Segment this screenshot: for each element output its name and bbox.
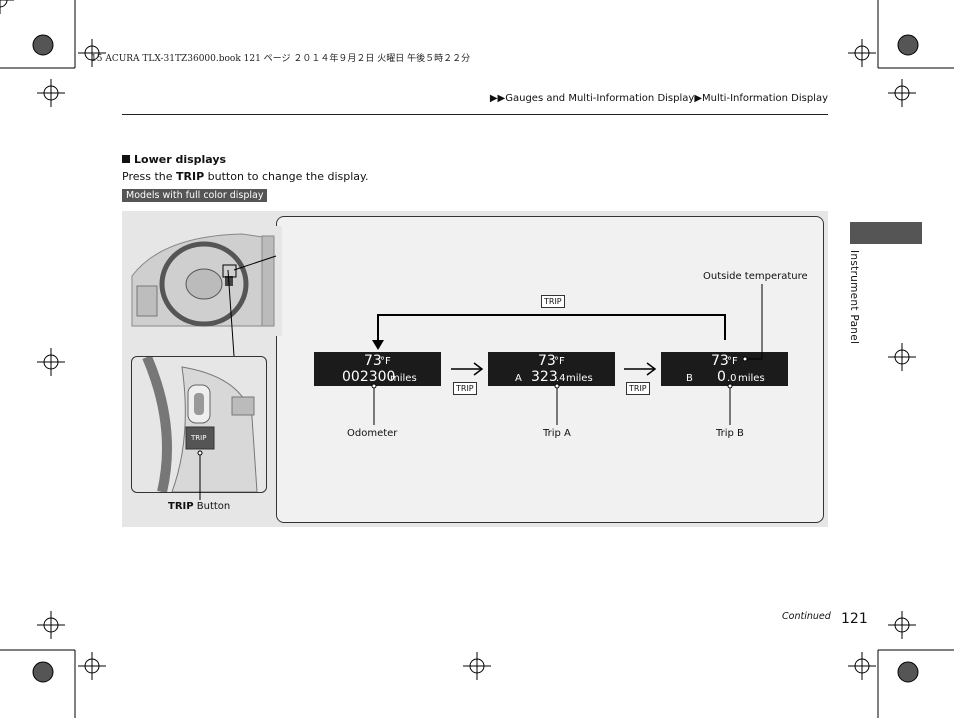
section-heading: Lower displays <box>122 153 226 166</box>
steering-closeup-drawing <box>142 357 258 492</box>
side-tab <box>850 222 922 244</box>
square-bullet-icon <box>122 155 130 163</box>
instruction-bold: TRIP <box>176 170 205 183</box>
callout-lines <box>371 284 763 425</box>
instruction-prefix: Press the <box>122 170 176 183</box>
temp-value: 73 <box>711 353 729 369</box>
page-number: 121 <box>841 611 868 627</box>
arrow-right-icon <box>624 362 657 376</box>
zoom-lines <box>222 255 277 357</box>
temp-unit: °F <box>727 356 738 367</box>
continued-label: Continued <box>782 611 831 622</box>
odometer-value: 002300 <box>342 369 396 385</box>
trip-b-label: Trip B <box>716 428 744 439</box>
temp-unit: °F <box>554 356 565 367</box>
trip-b-display: 73 °F B 0 .0 miles <box>661 352 788 386</box>
trip-a-decimal: .4 <box>556 373 566 384</box>
odometer-display: 73 °F 002300 miles <box>314 352 441 386</box>
temp-value: 73 <box>364 353 382 369</box>
trip-indicator-2: TRIP <box>626 382 650 395</box>
miles-unit: miles <box>566 373 593 384</box>
model-badge: Models with full color display <box>122 189 268 202</box>
trip-a-value: 323 <box>531 369 558 385</box>
trip-indicator-1: TRIP <box>453 382 477 395</box>
trip-button-leader <box>197 450 203 500</box>
trip-letter: B <box>686 373 693 384</box>
arrow-right-icon <box>451 362 484 376</box>
section-title: Lower displays <box>134 153 227 166</box>
trip-a-display: 73 °F A 323 .4 miles <box>488 352 615 386</box>
trip-b-value: 0 <box>717 369 726 385</box>
temp-value: 73 <box>538 353 556 369</box>
breadcrumb-separator: ▶ <box>694 93 703 104</box>
trip-indicator-top: TRIP <box>541 295 565 308</box>
breadcrumb-item-mid: Multi-Information Display <box>702 93 828 104</box>
cycle-arrow <box>372 314 726 350</box>
header-rule <box>122 114 828 115</box>
trip-button-caption-rest: Button <box>193 501 231 512</box>
breadcrumb-item-gauges: Gauges and Multi-Information Display <box>505 93 695 104</box>
trip-a-label: Trip A <box>543 428 571 439</box>
steering-closeup: TRIP <box>131 356 267 493</box>
miles-unit: miles <box>390 373 417 384</box>
temp-unit: °F <box>380 356 391 367</box>
trip-button-caption: TRIP Button <box>168 501 230 512</box>
file-header: 15 ACURA TLX-31TZ36000.book 121 ページ ２０１４… <box>91 54 471 64</box>
odometer-label: Odometer <box>347 428 398 439</box>
miles-unit: miles <box>738 373 765 384</box>
side-label: Instrument Panel <box>848 250 860 345</box>
instruction-suffix: button to change the display. <box>204 170 369 183</box>
trip-letter: A <box>515 373 522 384</box>
breadcrumb: ▶▶Gauges and Multi-Information Display▶M… <box>490 93 828 104</box>
breadcrumb-arrows: ▶▶ <box>489 93 506 104</box>
instruction-text: Press the TRIP button to change the disp… <box>122 170 368 183</box>
trip-b-decimal: .0 <box>727 373 737 384</box>
trip-button-caption-bold: TRIP <box>168 501 194 512</box>
outside-temperature-label: Outside temperature <box>703 271 808 282</box>
trip-button-face[interactable]: TRIP <box>191 434 207 442</box>
dashboard-illustration <box>122 226 282 336</box>
